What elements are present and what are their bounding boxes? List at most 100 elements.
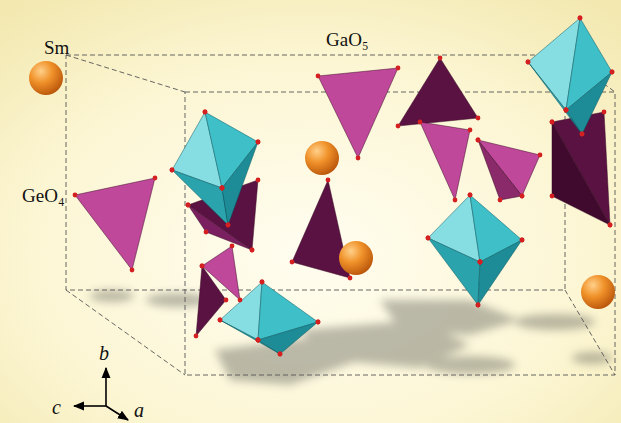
oxygen-atom — [396, 124, 401, 129]
oxygen-atom — [564, 108, 569, 113]
oxygen-atom — [290, 260, 295, 265]
oxygen-atom — [578, 16, 583, 21]
oxygen-atom — [476, 138, 481, 143]
unit-cell — [66, 55, 615, 375]
oxygen-atom — [186, 203, 191, 208]
oxygen-atom — [608, 223, 613, 228]
oxygen-atom — [220, 186, 225, 191]
oxygen-atom — [610, 70, 615, 75]
oxygen-atom — [204, 230, 209, 235]
oxygen-atom — [256, 140, 261, 145]
oxygen-atom — [250, 248, 255, 253]
oxygen-atom — [170, 168, 175, 173]
oxygen-atom — [260, 280, 265, 285]
polyhedron-label: GeO₄ — [22, 186, 65, 205]
oxygen-atom — [316, 320, 321, 325]
oxygen-atom — [520, 238, 525, 243]
axis-label: c — [52, 397, 61, 417]
axis-label: a — [134, 400, 144, 420]
oxygen-atom — [468, 193, 473, 198]
oxygen-atom — [356, 156, 361, 161]
polyhedron-label: GaO₅ — [326, 30, 369, 49]
oxygen-atom — [610, 70, 615, 75]
oxygen-atom — [564, 108, 569, 113]
oxygen-atom — [200, 264, 205, 269]
atom-label: Sm — [44, 38, 69, 57]
oxygen-atom — [476, 116, 481, 121]
oxygen-atom — [520, 238, 525, 243]
oxygen-atom — [426, 236, 431, 241]
oxygen-atom — [238, 298, 243, 303]
oxygen-atom — [230, 244, 235, 249]
oxygen-atom — [226, 223, 231, 228]
oxygen-atom — [426, 236, 431, 241]
oxygen-atom — [476, 303, 481, 308]
oxygen-atom — [200, 264, 205, 269]
oxygen-atom — [478, 260, 483, 265]
sm-atoms — [29, 61, 615, 309]
oxygen-atom — [580, 132, 585, 137]
oxygen-atom — [250, 248, 255, 253]
oxygen-atom — [438, 56, 443, 61]
oxygen-atom — [498, 198, 503, 203]
oxygen-atom — [348, 276, 353, 281]
oxygen-atom — [476, 303, 481, 308]
oxygen-atom — [478, 260, 483, 265]
oxygen-atom — [602, 110, 607, 115]
oxygen-atom — [256, 338, 261, 343]
oxygen-atom — [220, 186, 225, 191]
oxygen-atom — [476, 138, 481, 143]
oxygen-atom — [550, 120, 555, 125]
oxygen-atom — [194, 334, 199, 339]
oxygen-atom — [564, 108, 569, 113]
oxygen-atom — [418, 120, 423, 125]
gao5-polyhedra — [172, 18, 612, 354]
oxygen-atom — [153, 176, 158, 181]
oxygen-atom — [256, 338, 261, 343]
oxygen-atom — [316, 320, 321, 325]
oxygen-atom — [478, 260, 483, 265]
oxygen-atom — [220, 186, 225, 191]
oxygen-atom — [73, 193, 78, 198]
oxygen-atom — [608, 223, 613, 228]
oxygen-atom — [260, 280, 265, 285]
oxygen-atom — [220, 186, 225, 191]
geo4-tetrahedra — [75, 58, 610, 336]
oxygen-atom — [203, 110, 208, 115]
oxygen-atom — [226, 223, 231, 228]
axis-label: b — [99, 343, 109, 363]
oxygen-atom — [468, 193, 473, 198]
oxygen-atom — [550, 194, 555, 199]
oxygen-atom — [203, 110, 208, 115]
oxygen-atom — [278, 352, 283, 357]
oxygen-atom — [316, 74, 321, 79]
oxygen-atom — [218, 318, 223, 323]
oxygen-atom — [256, 338, 261, 343]
oxygen-atom — [256, 140, 261, 145]
oxygen-atom — [580, 132, 585, 137]
axes — [74, 368, 128, 420]
oxygen-atom — [520, 194, 525, 199]
shadows — [90, 290, 612, 385]
oxygen-atom — [468, 128, 473, 133]
oxygen-atom — [526, 60, 531, 65]
oxygen-atom — [256, 178, 261, 183]
oxygen-atom — [326, 178, 331, 183]
oxygen-atom — [224, 298, 229, 303]
oxygen-atom — [256, 338, 261, 343]
oxygen-atom — [218, 318, 223, 323]
oxygen-atom — [550, 120, 555, 125]
oxygen-atom — [478, 260, 483, 265]
oxygen-atom — [526, 60, 531, 65]
oxygen-atom — [186, 203, 191, 208]
oxygen-atom — [538, 153, 543, 158]
oxygen-atom — [564, 108, 569, 113]
oxygen-atom — [170, 168, 175, 173]
oxygen-atom — [520, 194, 525, 199]
oxygen-atom — [453, 198, 458, 203]
oxygen-atom — [578, 16, 583, 21]
oxygen-atom — [396, 66, 401, 71]
